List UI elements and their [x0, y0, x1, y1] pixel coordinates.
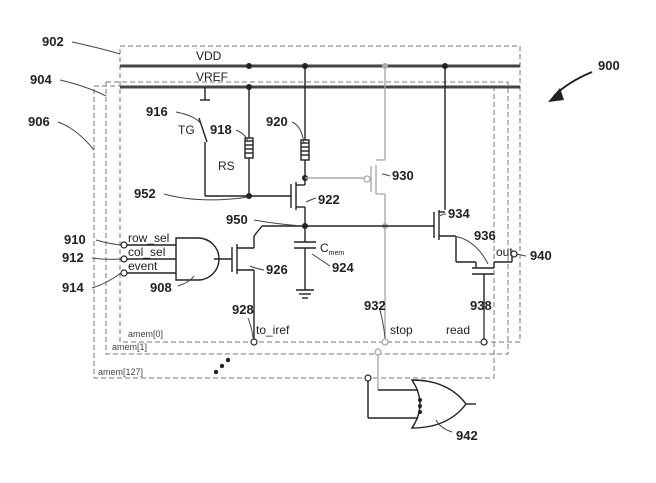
power-rails [120, 63, 520, 90]
arrow-900 [548, 71, 593, 102]
ref-912: 912 [62, 250, 84, 265]
ref-920: 920 [266, 114, 288, 129]
ref-950: 950 [226, 212, 248, 227]
ref-928: 928 [232, 302, 254, 317]
array-ellipsis [213, 357, 231, 375]
ref-930: 930 [392, 168, 414, 183]
label-row-sel: row_sel [128, 231, 169, 245]
memory-node-950 [262, 225, 434, 299]
ref-916: 916 [146, 104, 168, 119]
label-amem-1: amem[1] [112, 342, 147, 352]
label-read: read [446, 323, 470, 337]
stop-feedback-930 [305, 66, 389, 346]
box-amem-1 [105, 81, 509, 355]
label-to-iref: to_iref [256, 323, 290, 337]
ref-908: 908 [150, 280, 172, 295]
label-rs: RS [218, 159, 235, 173]
ref-952: 952 [134, 186, 156, 201]
box-amem-0 [119, 45, 521, 343]
ref-934: 934 [448, 206, 470, 221]
ref-942: 942 [456, 428, 478, 443]
ref-926: 926 [266, 262, 288, 277]
leader-lines [57, 41, 527, 433]
label-stop: stop [390, 323, 413, 337]
ref-904: 904 [30, 72, 52, 87]
pixel-transistor-922 [290, 66, 310, 229]
label-tg: TG [178, 123, 195, 137]
label-cmem-sub: mem [329, 250, 345, 257]
label-col-sel: col_sel [128, 245, 165, 259]
ref-940: 940 [530, 248, 552, 263]
ref-936: 936 [474, 228, 496, 243]
ref-932: 932 [364, 298, 386, 313]
ref-924: 924 [332, 260, 354, 275]
label-event: event [128, 259, 158, 273]
or-gate-942 [364, 348, 476, 429]
label-cmem: Cmem [320, 241, 344, 257]
label-cmem-main: C [320, 241, 329, 255]
ref-906: 906 [28, 114, 50, 129]
label-vref: VREF [196, 70, 228, 84]
ref-902: 902 [42, 34, 64, 49]
ref-922: 922 [318, 192, 340, 207]
transistor-926 [214, 225, 263, 346]
ref-938: 938 [470, 298, 492, 313]
ref-910: 910 [64, 232, 86, 247]
rs-resistor [244, 87, 254, 199]
label-out: out [496, 245, 513, 259]
ref-900: 900 [598, 58, 620, 73]
ref-918: 918 [210, 122, 232, 137]
and-gate-908 [120, 237, 220, 281]
label-amem-127: amem[127] [98, 367, 143, 377]
label-amem-0: amem[0] [128, 329, 163, 339]
readout-934-936 [433, 66, 518, 346]
label-vdd: VDD [196, 49, 222, 63]
ref-914: 914 [62, 280, 84, 295]
